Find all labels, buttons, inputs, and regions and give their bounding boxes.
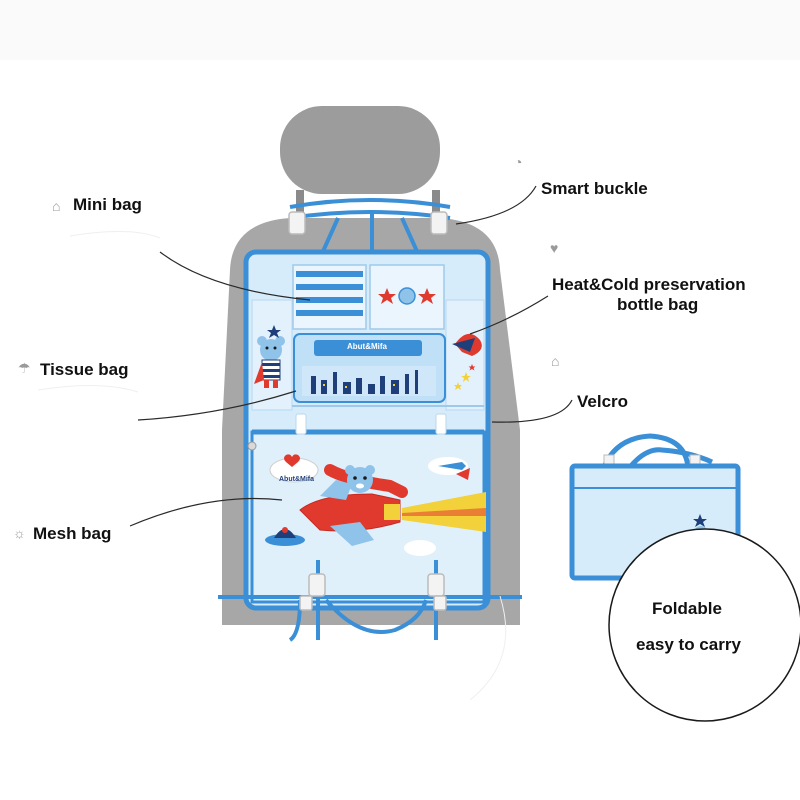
bear-pilot-plane [299, 464, 408, 546]
light-beam-highlight [402, 508, 486, 516]
smart-buckle-clips [288, 211, 448, 235]
umbrella-icon: ☂ [18, 360, 31, 376]
velcro-label: Velcro [577, 392, 629, 411]
sun-icon: ☼ [13, 525, 26, 541]
bear-character-left [254, 336, 285, 388]
bottom-buckles [299, 573, 447, 611]
heat-cold-label-line1: Heat&Cold preservation [552, 275, 746, 294]
heat-cold-bottle-pocket [445, 299, 485, 411]
dragon-character [452, 333, 482, 390]
mesh-bag-label: Mesh bag [33, 524, 112, 543]
star-decoration [267, 325, 281, 338]
basket-icon: ⌂ [551, 353, 560, 369]
velcro-tabs [295, 413, 447, 435]
foldable-label: Foldable [652, 599, 722, 618]
mini-bag-label: Mini bag [73, 195, 142, 214]
airplane-small [438, 462, 470, 480]
easy-to-carry-label: easy to carry [636, 635, 741, 654]
smart-buckle-label: Smart buckle [541, 179, 648, 198]
heart-icon: ♥ [550, 240, 559, 256]
leader-lines [129, 185, 573, 527]
mini-bag-pocket [292, 264, 367, 330]
decorative-arcs [37, 231, 507, 701]
tea-kettle-icon: ◔ [514, 154, 523, 170]
headrest [280, 106, 440, 230]
basket-icon: ⌂ [52, 198, 61, 214]
tissue-pocket-logo: Abut&Mifa [347, 342, 387, 351]
mesh-pocket-logo: Abut&Mifa [279, 476, 314, 483]
zipper-pull [247, 441, 257, 451]
heat-cold-label-line2: bottle bag [617, 295, 699, 314]
ufo-decoration [265, 527, 305, 546]
tissue-pocket [293, 333, 446, 403]
heart-logo [269, 454, 319, 483]
foldable-callout [608, 528, 800, 722]
tissue-bag-label: Tissue bag [40, 360, 129, 379]
star-pocket [369, 264, 445, 330]
